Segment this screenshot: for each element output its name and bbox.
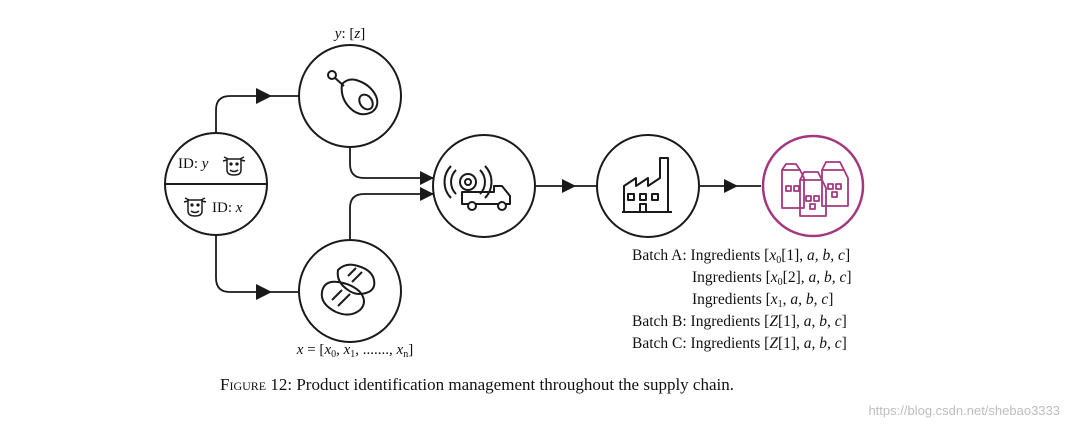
connector-id-to-steak	[215, 235, 300, 293]
truck-node	[432, 134, 536, 238]
svg-text:ID: y: ID: y	[178, 156, 209, 172]
watermark: https://blog.csdn.net/shebao3333	[868, 403, 1060, 418]
batch-line: Ingredients [x1, a, b, c]	[692, 291, 833, 310]
rfid-truck-icon	[443, 165, 511, 211]
ham-node: y: [z]	[298, 26, 402, 148]
steak-node: x = [x0, x1, ......., xn]	[296, 239, 413, 360]
connector-steak-to-truck	[349, 193, 434, 240]
svg-text:y: [z]: y: [z]	[333, 26, 365, 42]
connector-ham-to-truck	[349, 147, 434, 179]
y-var-label: y	[333, 26, 342, 42]
connector-id-to-ham	[215, 95, 300, 133]
arrowhead-ham-to-truck	[420, 171, 434, 185]
ham-leg-icon	[327, 70, 379, 116]
batch-line: Batch A: Ingredients [x0[1], a, b, c]	[632, 247, 850, 266]
caption-text: : Product identification management thro…	[287, 375, 734, 394]
factory-node	[596, 134, 700, 238]
cow-icon	[183, 197, 207, 217]
arrowhead-steak-to-truck	[420, 187, 434, 201]
cow-icon	[222, 156, 246, 176]
shop-node	[761, 134, 865, 238]
id-bottom-var: x	[235, 200, 243, 216]
arrowhead-to-factory	[562, 179, 576, 193]
id-top-label: ID:	[178, 156, 202, 172]
id-top-var: y	[200, 156, 209, 172]
batch-line: Batch B: Ingredients [Z[1], a, b, c]	[632, 313, 847, 330]
factory-icon	[622, 157, 672, 213]
svg-text:x = [x0, x1, ......., xn]: x = [x0, x1, ......., xn]	[296, 342, 413, 360]
grocery-bags-icon	[781, 161, 849, 217]
steak-icon	[320, 263, 376, 316]
arrowhead-to-ham	[256, 88, 272, 104]
batch-line: Batch C: Ingredients [Z[1], a, b, c]	[632, 335, 847, 352]
id-node: ID: y ID: x	[164, 132, 268, 236]
caption-label: Figure 12	[220, 375, 287, 394]
figure-caption: Figure 12: Product identification manage…	[220, 375, 734, 394]
id-bottom-label: ID:	[212, 200, 236, 216]
batch-list: Batch A: Ingredients [x0[1], a, b, c] In…	[632, 247, 852, 352]
svg-text:ID: x: ID: x	[212, 200, 243, 216]
batch-line: Ingredients [x0[2], a, b, c]	[692, 269, 852, 288]
arrowhead-to-steak	[256, 284, 272, 300]
arrowhead-to-shop	[724, 179, 738, 193]
arrowheads	[256, 88, 738, 300]
